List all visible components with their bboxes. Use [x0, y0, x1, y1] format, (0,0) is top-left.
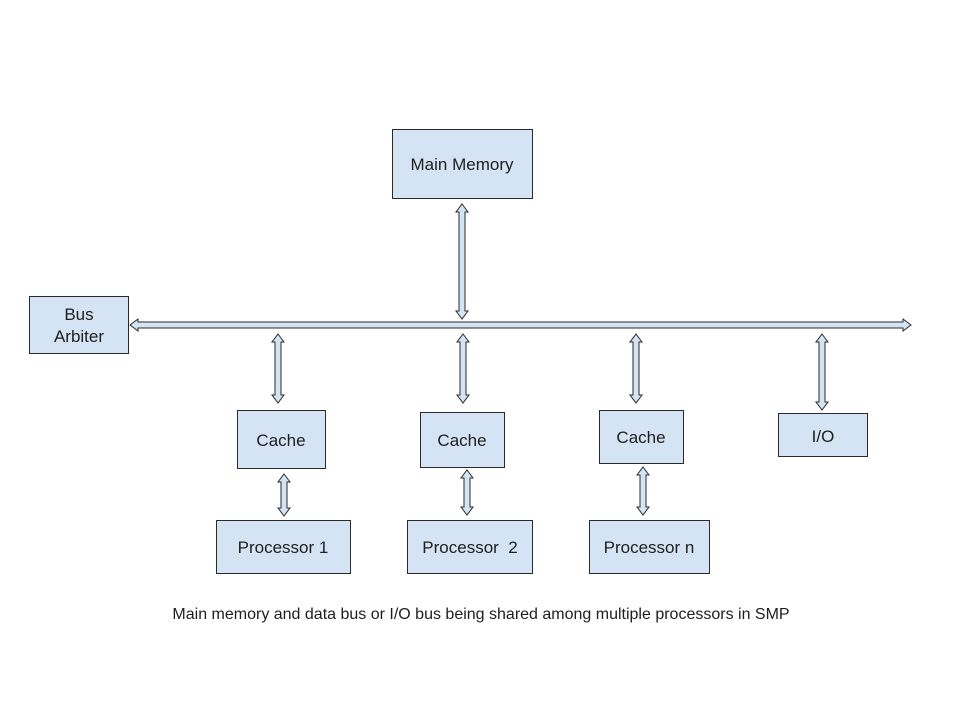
cache-processor-1-arrow [277, 473, 291, 517]
io-node: I/O [778, 413, 868, 457]
main-memory-label: Main Memory [411, 155, 514, 174]
shared-bus-arrow [129, 318, 912, 332]
cache-n-node: Cache [599, 410, 684, 464]
cache-1-label: Cache [256, 431, 305, 450]
bus-arbiter-label-line1: Bus [64, 305, 93, 324]
bus-io-arrow [815, 333, 829, 411]
bus-cache-1-arrow [271, 333, 285, 404]
bus-arbiter-node: Bus Arbiter [29, 296, 129, 354]
memory-bus-arrow [455, 203, 469, 320]
cache-n-label: Cache [616, 428, 665, 447]
diagram-caption: Main memory and data bus or I/O bus bein… [172, 606, 790, 623]
processor-2-label: Processor 2 [422, 538, 517, 557]
cache-2-node: Cache [420, 412, 505, 468]
processor-n-label: Processor n [604, 538, 695, 557]
io-label: I/O [812, 427, 835, 446]
processor-2-node: Processor 2 [407, 520, 533, 574]
cache-processor-2-arrow [460, 469, 474, 516]
cache-2-label: Cache [437, 431, 486, 450]
cache-processor-n-arrow [636, 466, 650, 516]
processor-1-node: Processor 1 [216, 520, 351, 574]
bus-cache-2-arrow [456, 333, 470, 404]
main-memory-node: Main Memory [392, 129, 533, 199]
bus-cache-n-arrow [629, 333, 643, 404]
processor-1-label: Processor 1 [238, 538, 329, 557]
processor-n-node: Processor n [589, 520, 710, 574]
bus-arbiter-label-line2: Arbiter [54, 327, 104, 346]
cache-1-node: Cache [237, 410, 326, 469]
